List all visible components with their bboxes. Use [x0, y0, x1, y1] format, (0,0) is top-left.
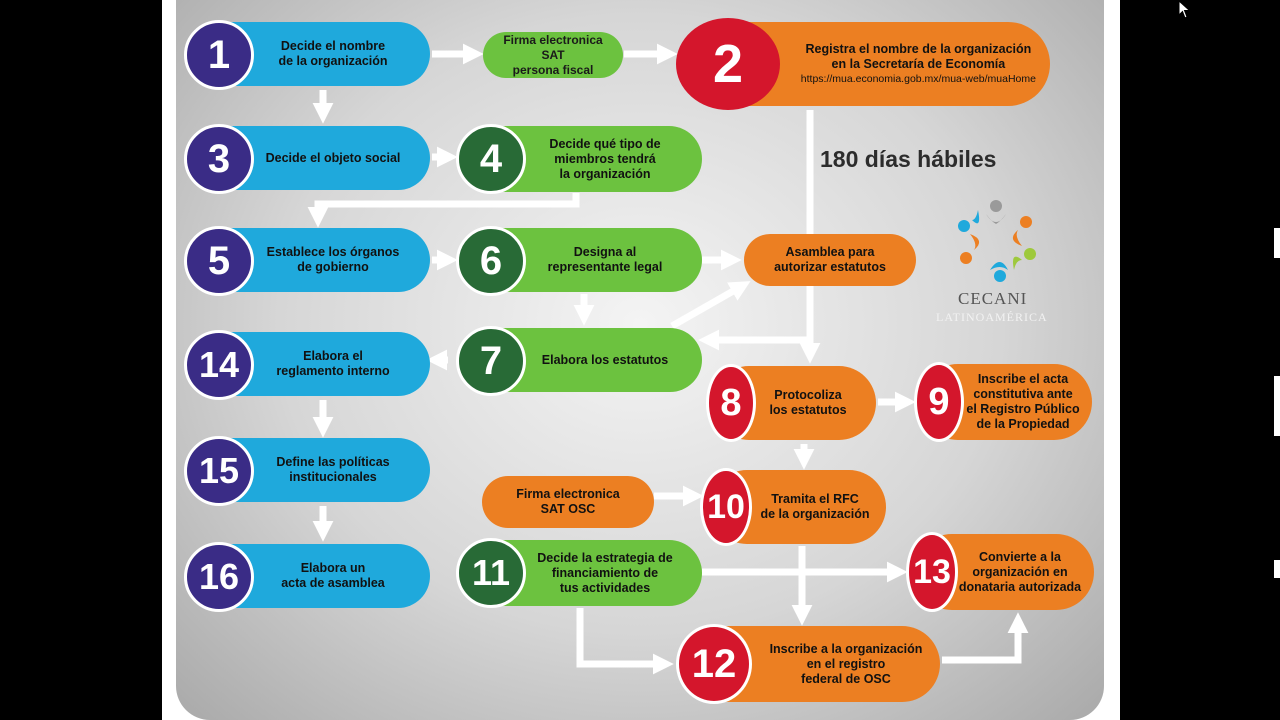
- step-16-text: Elabora un acta de asamblea: [281, 561, 385, 590]
- step-7-text: Elabora los estatutos: [541, 352, 669, 367]
- step-3-text: Decide el objeto social: [265, 150, 401, 165]
- step-8-text: Protocoliza los estatutos: [769, 388, 847, 417]
- edge-mark: [1274, 560, 1280, 578]
- step-10-number: 10: [700, 468, 752, 546]
- step-8-number: 8: [706, 364, 756, 442]
- step-2-url: https://mua.economia.gob.mx/mua-web/muaH…: [800, 72, 1036, 85]
- logo-name: CECANI: [958, 289, 1028, 308]
- step-12-number: 12: [676, 624, 752, 704]
- firma-sat-osc-text: Firma electronica SAT OSC: [516, 487, 620, 516]
- step-6-text: Designa al representante legal: [547, 245, 663, 274]
- logo-subtitle: LATINOAMÉRICA: [936, 310, 1048, 324]
- step-14-number: 14: [184, 330, 254, 400]
- step-2-number: 2: [676, 18, 780, 110]
- step-10-text: Tramita el RFC de la organización: [760, 492, 870, 521]
- step-13-number: 13: [906, 532, 958, 612]
- edge-mark: [1274, 376, 1280, 436]
- step-9-text: Inscribe el acta constitutiva ante el Re…: [966, 372, 1080, 431]
- step-13-text: Convierte a la organización en donataria…: [958, 549, 1082, 594]
- step-15-text: Define las políticas institucionales: [276, 455, 390, 484]
- step-16-number: 16: [184, 542, 254, 612]
- step-4-text: Decide qué tipo de miembros tendrá la or…: [549, 136, 661, 181]
- mouse-cursor-icon: [1178, 0, 1191, 19]
- edge-mark: [1274, 228, 1280, 258]
- step-6-number: 6: [456, 226, 526, 296]
- step-11-number: 11: [456, 538, 526, 608]
- step-5-text: Establece los órganos de gobierno: [266, 245, 400, 274]
- step-12-text: Inscribe a la organización en el registr…: [769, 641, 923, 686]
- step-7-number: 7: [456, 326, 526, 396]
- firma-sat-persona-fiscal-text: Firma electronica SAT persona fiscal: [503, 32, 603, 77]
- firma-sat-persona-fiscal-pill: Firma electronica SAT persona fiscal: [483, 32, 623, 78]
- step-15-number: 15: [184, 436, 254, 506]
- days-label: 180 días hábiles: [820, 146, 997, 172]
- firma-sat-osc-pill: Firma electronica SAT OSC: [482, 476, 654, 528]
- step-3-number: 3: [184, 124, 254, 194]
- step-1-number: 1: [184, 20, 254, 90]
- asamblea-text: Asamblea para autorizar estatutos: [774, 245, 886, 274]
- step-9-number: 9: [914, 362, 964, 442]
- step-14-text: Elabora el reglamento interno: [276, 349, 390, 378]
- step-1-text: Decide el nombre de la organización: [278, 39, 388, 68]
- step-11-text: Decide la estrategia de financiamiento d…: [537, 550, 673, 595]
- asamblea-pill: Asamblea para autorizar estatutos: [744, 234, 916, 286]
- step-2-text: Registra el nombre de la organización en…: [805, 41, 1032, 71]
- people-circle-logo-icon: [958, 200, 1036, 282]
- step-5-number: 5: [184, 226, 254, 296]
- step-4-number: 4: [456, 124, 526, 194]
